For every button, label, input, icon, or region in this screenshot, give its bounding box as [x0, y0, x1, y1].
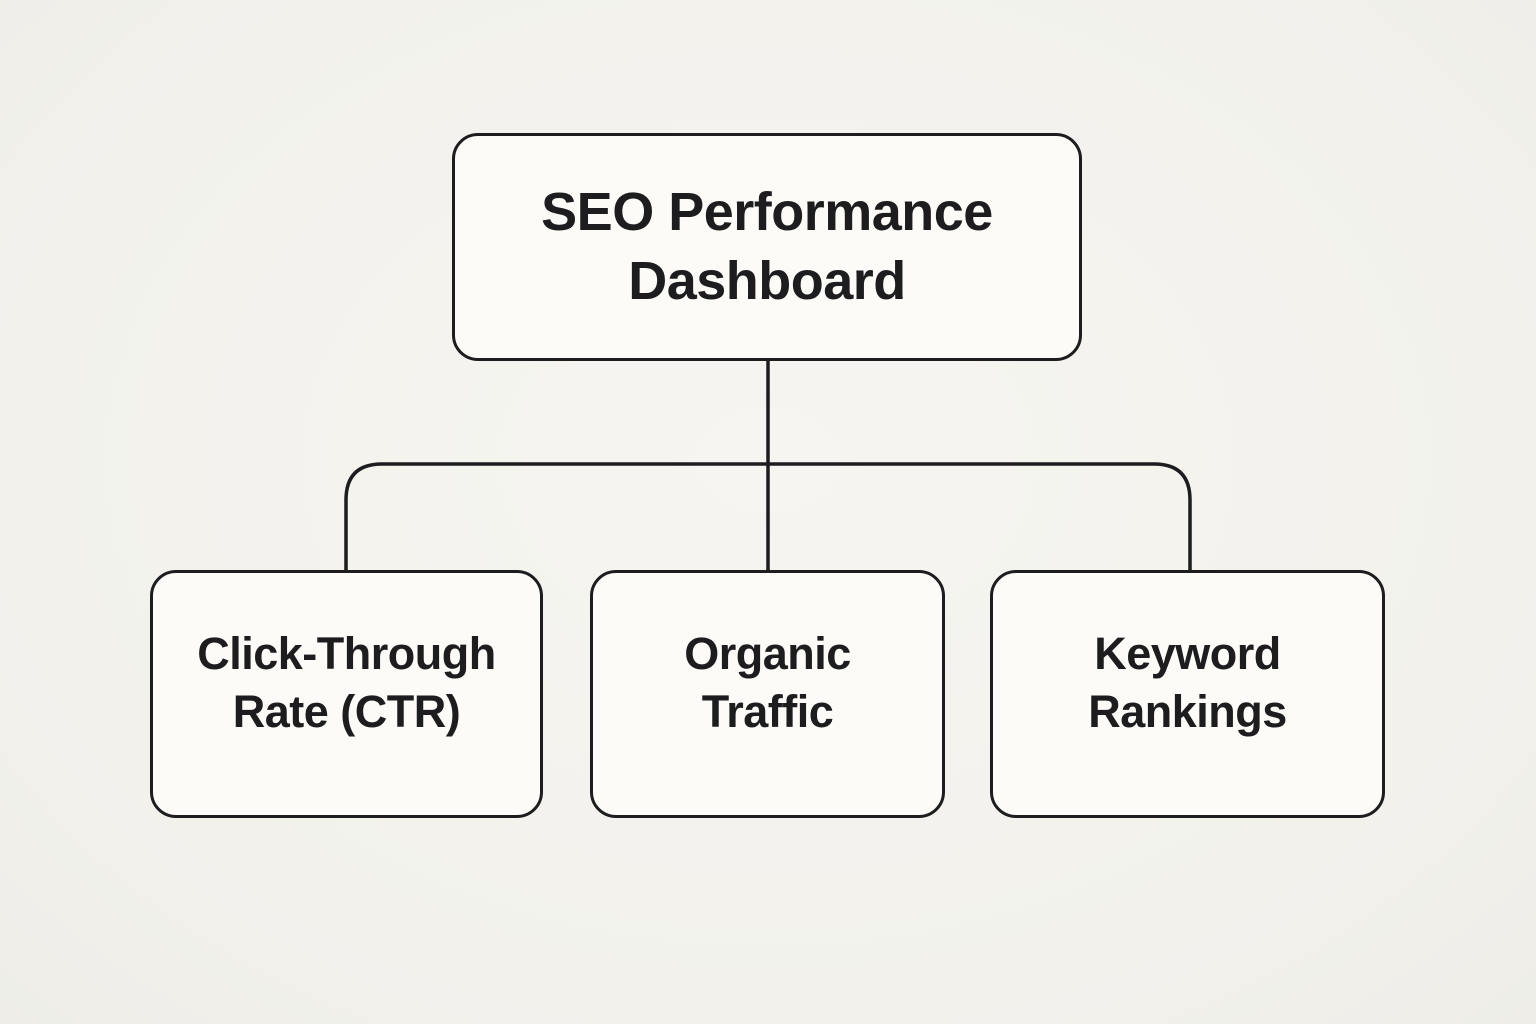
node-keyword-rankings: Keyword Rankings — [990, 570, 1385, 818]
node-label: Click-Through Rate (CTR) — [197, 627, 496, 738]
connector-rail — [344, 462, 1192, 572]
node-label: Keyword Rankings — [1088, 627, 1287, 738]
node-click-through-rate: Click-Through Rate (CTR) — [150, 570, 543, 818]
node-organic-traffic: Organic Traffic — [590, 570, 945, 818]
node-label: SEO Performance Dashboard — [541, 181, 993, 311]
node-label: Organic Traffic — [684, 627, 851, 738]
node-seo-performance-dashboard: SEO Performance Dashboard — [452, 133, 1082, 361]
